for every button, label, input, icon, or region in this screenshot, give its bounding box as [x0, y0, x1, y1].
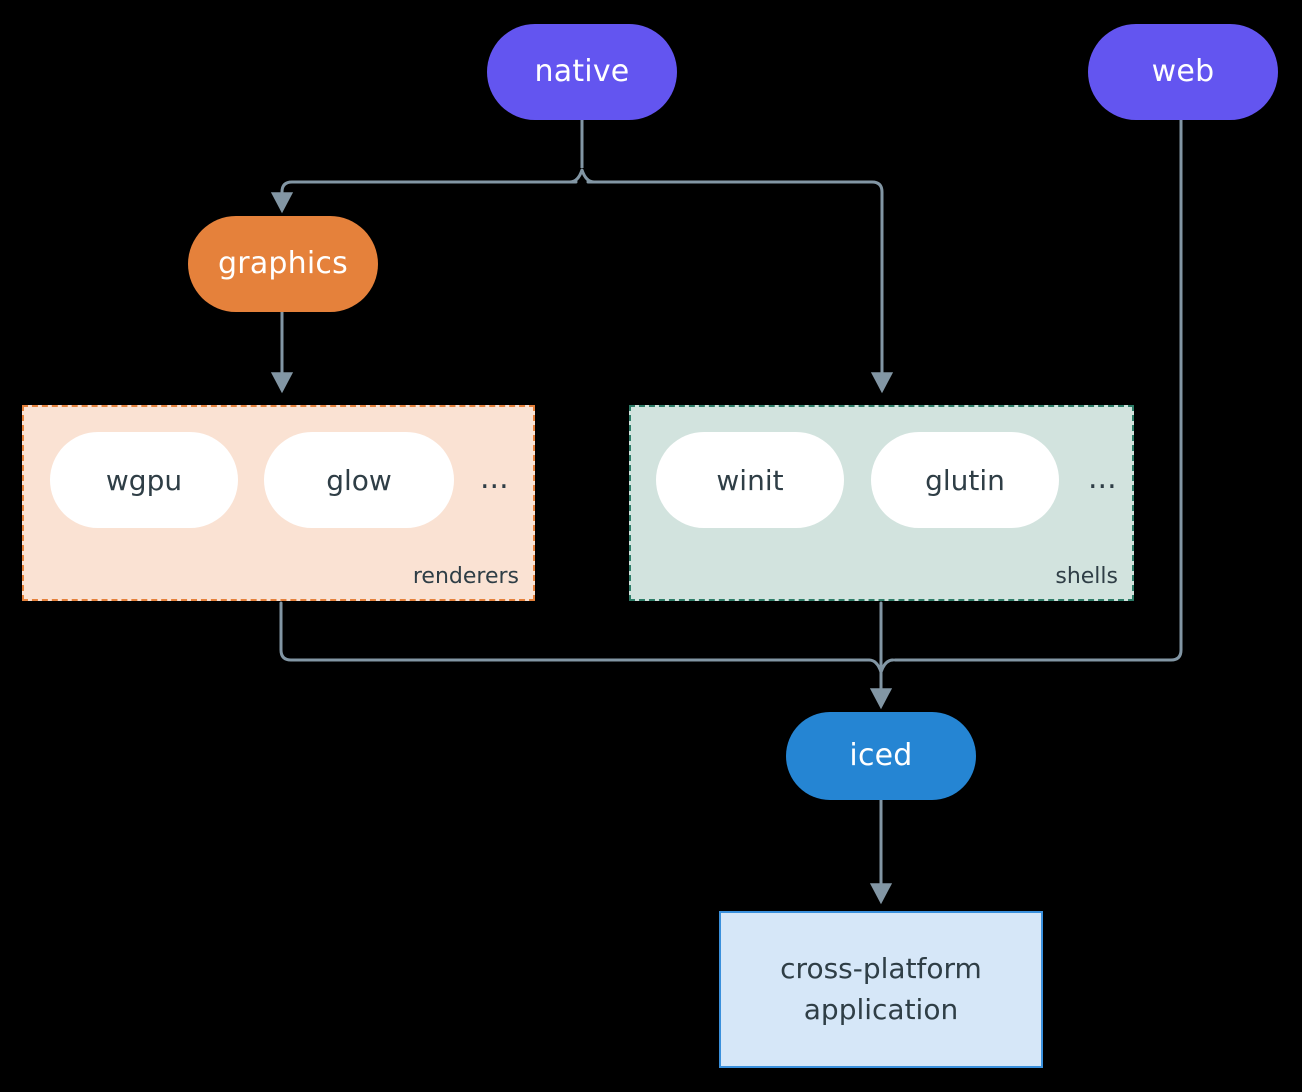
node-glutin[interactable]: glutin: [871, 432, 1059, 528]
node-native[interactable]: native: [487, 24, 677, 120]
shells-more-ellipsis: ...: [1088, 461, 1117, 496]
node-application-label-line1: cross-platform: [780, 951, 982, 985]
node-graphics[interactable]: graphics: [188, 216, 378, 312]
node-wgpu-label: wgpu: [105, 463, 183, 497]
node-native-label: native: [534, 54, 630, 90]
edge-native-to-shells: [586, 180, 894, 394]
edge-bus-junction: [568, 168, 596, 184]
edge-renderers-to-iced: [279, 601, 871, 662]
node-glow-label: glow: [326, 463, 392, 497]
node-glutin-label: glutin: [925, 463, 1005, 497]
group-shells-label: shells: [1055, 564, 1118, 589]
node-iced[interactable]: iced: [786, 712, 976, 800]
node-iced-label: iced: [849, 738, 913, 774]
edge-merge-junction: [867, 658, 895, 674]
node-web[interactable]: web: [1088, 24, 1278, 120]
edge-native-to-graphics: [270, 180, 578, 214]
node-glow[interactable]: glow: [264, 432, 454, 528]
node-web-label: web: [1151, 54, 1215, 90]
renderers-more-ellipsis: ...: [480, 461, 509, 496]
node-winit-label: winit: [716, 463, 784, 497]
node-wgpu[interactable]: wgpu: [50, 432, 238, 528]
node-winit[interactable]: winit: [656, 432, 844, 528]
node-application-label-line2: application: [803, 992, 959, 1026]
group-renderers-label: renderers: [412, 564, 519, 589]
node-application[interactable]: cross-platform application: [719, 911, 1043, 1068]
node-graphics-label: graphics: [218, 246, 348, 282]
